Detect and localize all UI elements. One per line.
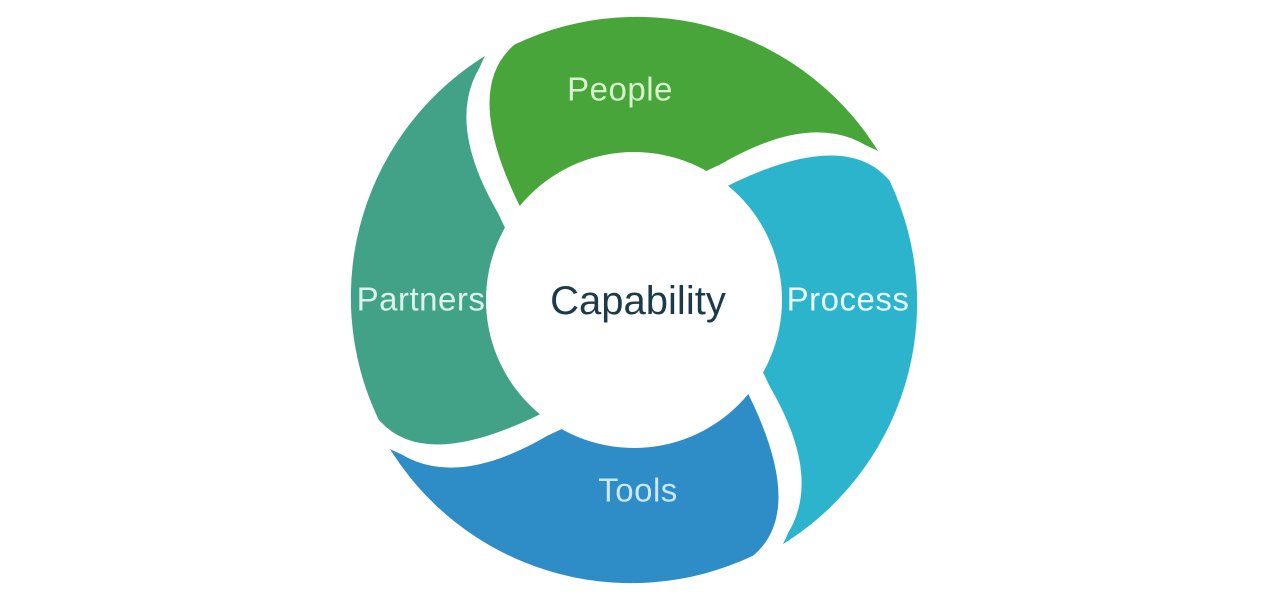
gap-process-tools (749, 364, 796, 565)
gap-partners-people (472, 35, 519, 236)
segment-label-people: People (567, 71, 673, 108)
segment-label-tools: Tools (598, 472, 678, 509)
gap-tools-partners (369, 415, 570, 462)
center-circle (486, 152, 782, 448)
center-label: Capability (550, 279, 726, 323)
segment-label-partners: Partners (357, 281, 486, 318)
segment-label-process: Process (787, 281, 910, 318)
gap-people-process (698, 138, 899, 185)
